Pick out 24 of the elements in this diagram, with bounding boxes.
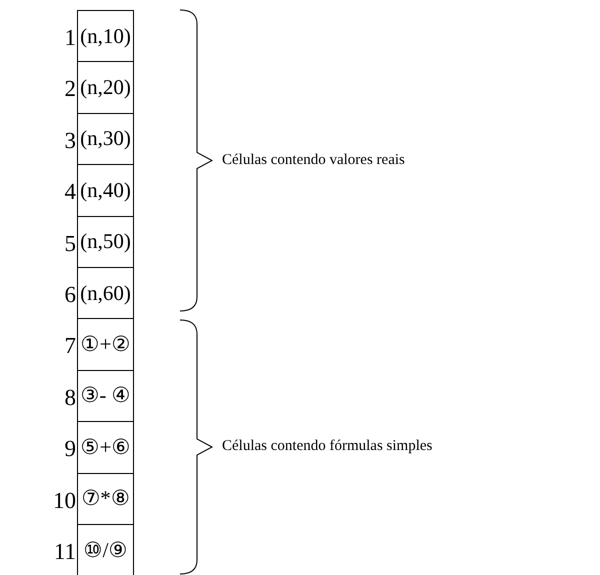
row-number: 5 (64, 232, 76, 255)
row-number: 7 (64, 334, 76, 358)
table-cell: (n,40) (77, 164, 134, 217)
table-cell: ⑤+⑥ (77, 421, 134, 474)
row-number: 4 (64, 180, 76, 204)
table-cell: (n,50) (77, 216, 134, 268)
row-number: 6 (64, 283, 76, 306)
row-number: 9 (64, 437, 76, 460)
table-cell: (n,60) (77, 267, 134, 320)
table-cell: ③- ④ (77, 370, 134, 422)
row-number: 10 (53, 488, 76, 512)
table-cell: (n,20) (77, 61, 134, 114)
table-cell: (n,10) (77, 10, 134, 62)
table-cell: ⑩/⑨ (77, 524, 134, 575)
table-cell: ⑦*⑧ (77, 472, 134, 525)
row-number: 1 (64, 26, 76, 49)
row-number: 8 (64, 386, 76, 409)
table-cell: (n,30) (77, 112, 134, 166)
brace-label: Células contendo fórmulas simples (222, 439, 432, 454)
row-number: 3 (64, 128, 76, 152)
row-number: 11 (54, 540, 76, 563)
row-number: 2 (64, 77, 76, 100)
brace-label: Células contendo valores reais (222, 152, 405, 168)
table-cell: ①+② (77, 318, 134, 371)
